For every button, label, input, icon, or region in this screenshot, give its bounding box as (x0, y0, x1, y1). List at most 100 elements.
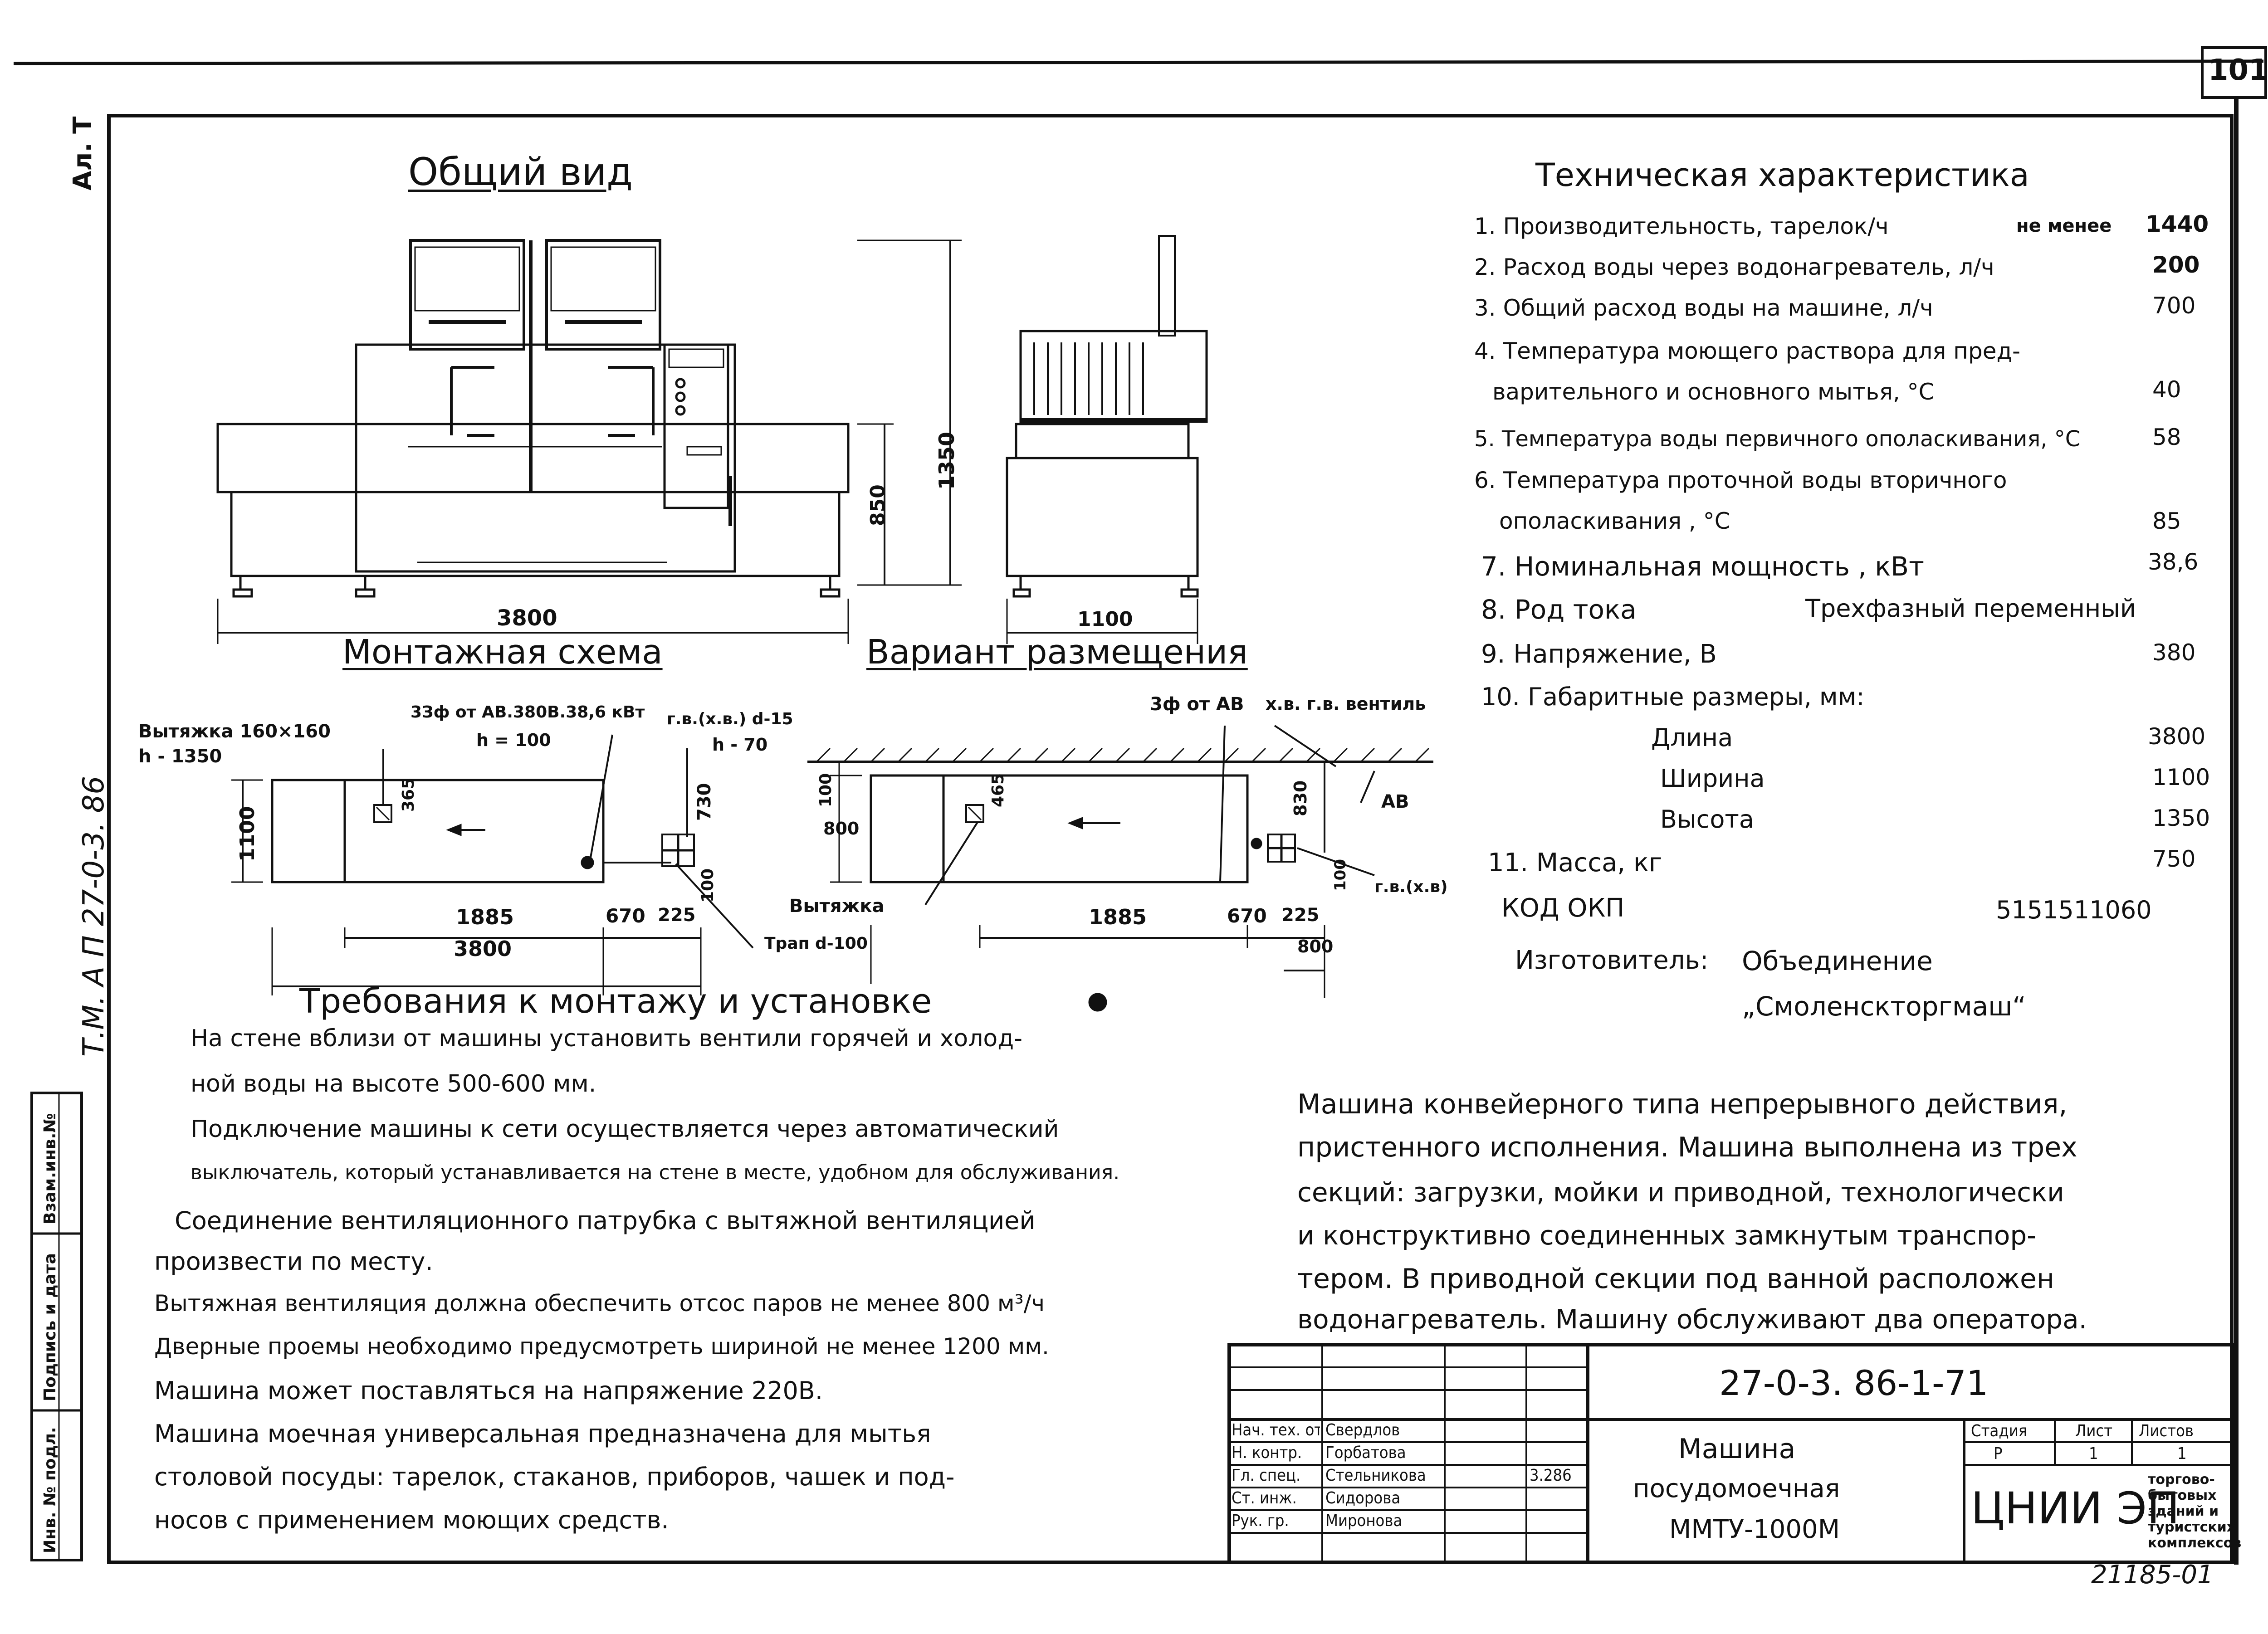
dim-length: 3800 (497, 605, 557, 631)
mounting-title: Монтажная схема (342, 633, 663, 672)
date-note: 3.286 (1530, 1466, 1572, 1485)
stamp-label-inventory: Инв. № подл. (41, 1427, 59, 1553)
requirements-line: Соединение вентиляционного патрубка с вы… (175, 1206, 1036, 1235)
stamp-label-replacement: Взам.инв.№ (41, 1113, 59, 1224)
placement-dim-100: 100 (816, 773, 835, 807)
mounting-water-label: г.в.(х.в.) d-15 (667, 710, 793, 728)
placement-water-label: г.в.(х.в) (1374, 878, 1448, 896)
mounting-drain-label: Трап d-100 (764, 934, 868, 953)
name-cell: Свердлов (1325, 1421, 1400, 1439)
mounting-dim-225: 225 (658, 905, 696, 926)
spec-row-value: 40 (2152, 376, 2181, 403)
org-name: ЦНИИ ЭП (1971, 1483, 2180, 1534)
placement-dim-830: 830 (1290, 780, 1310, 816)
title-block-lines (1227, 1343, 2236, 1564)
spec-row-value: Трехфазный переменный (1805, 594, 2136, 623)
role-cell: Нач. тех. отд (1232, 1421, 1320, 1439)
sheets-value: 1 (2177, 1444, 2187, 1463)
spec-row-label: 10. Габаритные размеры, мм: (1481, 683, 1865, 711)
dim-width: 1100 (1077, 608, 1133, 631)
spec-row-value: 3800 (2148, 723, 2206, 750)
placement-dim-465: 465 (989, 773, 1007, 807)
okp-value: 5151511060 (1996, 896, 2152, 924)
spec-row-label: Ширина (1660, 764, 1765, 793)
spec-row-value: 38,6 (2148, 549, 2199, 575)
placement-dim-800b: 800 (1297, 937, 1334, 956)
spec-row-label: 8. Род тока (1481, 594, 1637, 625)
placement-dim-100b: 100 (1331, 859, 1349, 891)
sheet-number: 101 (2208, 54, 2268, 87)
sheets-header: Листов (2139, 1422, 2194, 1440)
mounting-exhaust-label: Вытяжка 160×160 (138, 721, 331, 742)
spec-row-label: 11. Масса, кг (1488, 848, 1662, 878)
mounting-dim-3800: 3800 (454, 937, 512, 961)
mounting-dim-365: 365 (399, 777, 418, 812)
placement-av-label: 3ф от АВ (1150, 694, 1244, 715)
requirements-line: Машина моечная универсальная предназначе… (154, 1419, 931, 1448)
product-line2: посудомоечная (1633, 1474, 1840, 1503)
placement-dim-225: 225 (1281, 905, 1320, 926)
role-cell: Гл. спец. (1232, 1466, 1301, 1485)
spec-row-label: 7. Номинальная мощность , кВт (1481, 551, 1924, 582)
name-cell: Горбатова (1325, 1444, 1406, 1462)
requirements-line: Подключение машины к сети осуществляется… (191, 1116, 1059, 1143)
placement-exhaust-label: Вытяжка (789, 896, 885, 917)
description-line: водонагреватель. Машину обслуживают два … (1297, 1304, 2087, 1335)
sheet-value: 1 (2089, 1444, 2098, 1463)
placement-valve-label: х.в. г.в. вентиль (1266, 694, 1426, 714)
spec-row-value: 380 (2152, 639, 2196, 666)
front-view-drawing (216, 239, 962, 644)
spec-row-label: ополаскивания , °С (1499, 508, 1730, 534)
requirements-line: носов с применением моющих средств. (154, 1506, 669, 1534)
mounting-dim-1100: 1100 (236, 806, 259, 862)
spec-row-label: 4. Температура моющего раствора для пред… (1474, 338, 2021, 364)
product-line1: Машина (1678, 1433, 1796, 1465)
spec-row-value: 750 (2152, 846, 2196, 872)
mounting-dim-100: 100 (699, 868, 717, 902)
maker-line2: „Смоленскторгмаш“ (1742, 991, 2026, 1022)
mounting-exhaust-height: h - 1350 (138, 746, 222, 767)
requirements-line: Вытяжная вентиляция должна обеспечить от… (154, 1290, 1045, 1317)
spec-row-label: 2. Расход воды через водонагреватель, л/… (1474, 254, 1994, 280)
requirements-line: ной воды на высоте 500-600 мм. (191, 1070, 596, 1097)
org-small-line: комплексов (2148, 1535, 2242, 1551)
description-line: и конструктивно соединенных замкнутым тр… (1297, 1220, 2037, 1251)
maker-label: Изготовитель: (1515, 946, 1709, 975)
spec-row-label: Длина (1651, 723, 1733, 752)
org-small-line: зданий и (2148, 1503, 2219, 1519)
spec-row-label: 6. Температура проточной воды вторичного (1474, 467, 2007, 493)
bottom-handwritten-number: 21185-01 (2091, 1560, 2214, 1590)
spec-row-value: 1100 (2152, 764, 2210, 790)
spec-row-label: 5. Температура воды первичного ополаскив… (1474, 426, 2081, 452)
mounting-dim-1885: 1885 (456, 905, 514, 929)
org-small-line: торгово- (2148, 1472, 2215, 1488)
requirements-line: На стене вблизи от машины установить вен… (191, 1025, 1022, 1052)
spec-row-value: 1350 (2152, 805, 2210, 831)
corner-mark: Ал. Т (68, 116, 98, 190)
org-small-line: бытовых (2148, 1488, 2217, 1503)
spec-row-value: 200 (2152, 252, 2200, 278)
okp-label: КОД ОКП (1501, 893, 1625, 923)
stage-value: Р (1994, 1444, 2003, 1463)
spec-row-label: Высота (1660, 805, 1754, 834)
spec-row-label: варительного и основного мытья, °С (1492, 379, 1935, 405)
stamp-label-signature: Подпись и дата (41, 1253, 59, 1401)
placement-av-box: АВ (1381, 791, 1409, 812)
mounting-dim-730: 730 (694, 783, 715, 821)
spec-row-label: 3. Общий расход воды на машине, л/ч (1474, 295, 1933, 321)
mounting-switch-height: h = 100 (476, 730, 551, 750)
mounting-scheme-drawing (231, 734, 754, 995)
stage-header: Стадия (1971, 1422, 2028, 1440)
name-cell: Сидорова (1325, 1489, 1401, 1507)
description-line: секций: загрузки, мойки и приводной, тех… (1297, 1177, 2064, 1208)
placement-dim-800: 800 (823, 819, 860, 839)
spec-row-label: 1. Производительность, тарелок/ч (1474, 213, 1889, 239)
tech-spec-title: Техническая характеристика (1535, 156, 2029, 194)
description-line: тером. В приводной секции под ванной рас… (1297, 1263, 2055, 1295)
spec-row-qualifier: не менее (2016, 215, 2112, 236)
org-small-line: туристских (2148, 1519, 2236, 1535)
name-cell: Миронова (1325, 1512, 1403, 1530)
requirements-line: Машина может поставляться на напряжение … (154, 1376, 823, 1405)
requirements-title: Требования к монтажу и установке (299, 982, 932, 1021)
